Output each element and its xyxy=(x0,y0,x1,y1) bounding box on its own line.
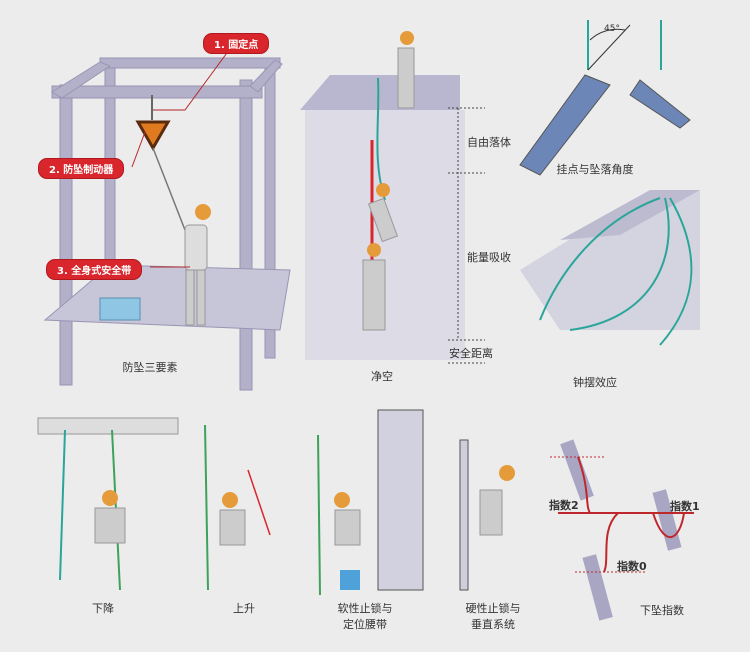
caption-soft-lock-line2: 定位腰带 xyxy=(343,618,387,631)
label-factor-2: 指数2 xyxy=(549,499,579,512)
steel-frame xyxy=(43,57,291,391)
caption-soft-lock-line1: 软性止锁与 xyxy=(337,602,393,615)
callout-full-body-harness: 3. 全身式安全带 xyxy=(46,259,143,280)
callout-fall-arrester: 2. 防坠制动器 xyxy=(38,158,125,179)
falling-worker-figures xyxy=(519,74,691,176)
toolbox xyxy=(99,297,141,321)
fall-arrester-device xyxy=(135,120,171,152)
label-free-fall: 自由落体 xyxy=(467,136,511,149)
angle-label: 45° xyxy=(604,24,620,34)
caption-soft-lock: 软性止锁与 定位腰带 xyxy=(330,601,400,633)
building-roof xyxy=(300,75,460,110)
caption-ascend: 上升 xyxy=(233,602,255,615)
caption-fall-factor: 下坠指数 xyxy=(640,604,684,617)
caption-rigid-lock-line1: 硬性止锁与 xyxy=(465,602,521,615)
caption-pendulum: 钟摆效应 xyxy=(573,376,617,389)
label-safe-distance: 安全距离 xyxy=(449,347,493,360)
caption-three-elements: 防坠三要素 xyxy=(122,361,178,374)
caption-rigid-lock: 硬性止锁与 垂直系统 xyxy=(458,601,528,633)
caption-anchor-angle: 挂点与坠落角度 xyxy=(556,163,634,176)
callout-anchor-point: 1. 固定点 xyxy=(203,33,270,54)
worker-figure xyxy=(184,204,211,326)
caption-descend: 下降 xyxy=(92,602,114,615)
label-energy-absorption: 能量吸收 xyxy=(467,251,511,264)
label-factor-0: 指数0 xyxy=(617,560,647,573)
caption-rigid-lock-line2: 垂直系统 xyxy=(471,618,515,631)
label-factor-1: 指数1 xyxy=(670,500,700,513)
caption-clearance: 净空 xyxy=(371,370,393,383)
